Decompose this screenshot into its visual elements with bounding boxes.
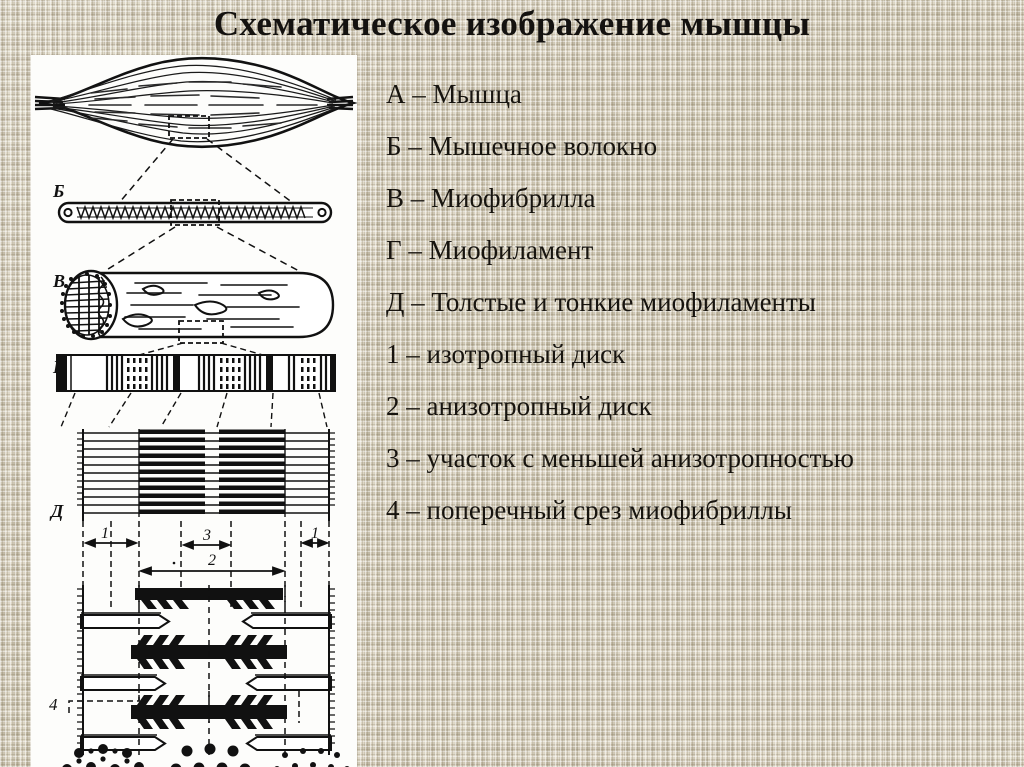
page-title: Схематическое изображение мышцы [213, 4, 811, 43]
zoom-box-b [170, 199, 220, 226]
legend-key: Д [386, 287, 405, 317]
legend-key: 2 [386, 391, 400, 421]
diagram-section-g: Г [52, 354, 336, 428]
legend-item: 2 – анизотропный диск [386, 380, 1006, 432]
legend-label: Миофиламент [428, 235, 594, 265]
legend-separator: – [410, 183, 425, 213]
legend-separator: – [406, 443, 420, 473]
diagram-section-c: В [52, 269, 335, 356]
section-label-d: Д [49, 501, 64, 521]
legend-key: Г [386, 235, 402, 265]
cross-section-thick [170, 743, 251, 767]
legend-item: Д – Толстые и тонкие миофиламенты [386, 276, 1006, 328]
legend-key: В [386, 183, 405, 213]
legend-label: Миофибрилла [431, 183, 596, 213]
diagram-section-a: А [34, 56, 357, 204]
legend-separator: – [406, 495, 420, 525]
legend-item: А – Мышца [386, 68, 1006, 120]
legend-list: А – Мышца Б – Мышечное волокно В – Миофи… [386, 68, 1006, 536]
legend-item: Б – Мышечное волокно [386, 120, 1006, 172]
measure-label-3: 3 [202, 527, 211, 544]
legend-label: Мышечное волокно [428, 131, 658, 161]
legend-item: 3 – участок с меньшей анизотропностью [386, 432, 1006, 484]
zoom-box-c [178, 320, 224, 344]
legend-item: 4 – поперечный срез миофибриллы [386, 484, 1006, 536]
filament-detail [77, 585, 335, 755]
legend-label: Мышца [432, 79, 522, 109]
legend-key: А [386, 79, 406, 109]
zoom-box-a [168, 115, 210, 139]
legend-key: 1 [386, 339, 400, 369]
legend-separator: – [406, 339, 420, 369]
legend-label: изотропный диск [426, 339, 626, 369]
sarcomere-measurements: 1 3 1 [82, 521, 330, 611]
section-label-v: В [52, 271, 65, 291]
cross-section-mixed [62, 744, 144, 767]
diagram-section-d: Д [49, 429, 335, 755]
measure-label-1-right: 1 [311, 525, 319, 542]
legend-label: поперечный срез миофибриллы [426, 495, 793, 525]
legend-separator: – [408, 235, 422, 265]
section-label-4: 4 [49, 695, 58, 714]
measure-label-1-left: 1 [101, 525, 109, 542]
legend-separator: – [406, 391, 420, 421]
legend-separator: – [408, 131, 422, 161]
legend-label: участок с меньшей анизотропностью [426, 443, 854, 473]
legend-separator: – [411, 287, 425, 317]
legend-key: Б [386, 131, 402, 161]
legend-item: В – Миофибрилла [386, 172, 1006, 224]
legend-key: 3 [386, 443, 400, 473]
legend-item: 1 – изотропный диск [386, 328, 1006, 380]
measure-label-2: 2 [208, 552, 216, 569]
section-label-b: Б [52, 181, 64, 201]
diagram-section-b: Б [52, 181, 333, 272]
muscle-structure-diagram: А [31, 55, 357, 767]
legend-key: 4 [386, 495, 400, 525]
legend-item: Г – Миофиламент [386, 224, 1006, 276]
diagram-section-cross: 4 [49, 691, 350, 767]
figure-panel: А [31, 55, 357, 767]
legend-label: анизотропный диск [426, 391, 652, 421]
legend-label: Толстые и тонкие миофиламенты [431, 287, 816, 317]
legend-separator: – [412, 79, 426, 109]
